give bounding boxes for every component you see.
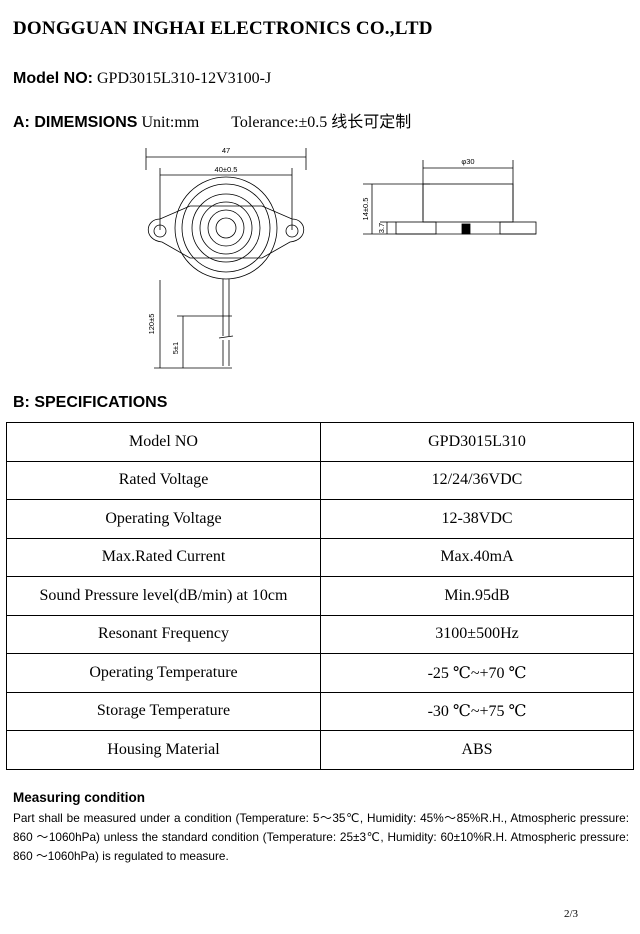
spec-value-cell: 3100±500Hz bbox=[320, 614, 634, 654]
label-strip-length: 5±1 bbox=[171, 342, 180, 354]
spec-name-cell: Housing Material bbox=[6, 730, 321, 770]
specifications-heading: B: SPECIFICATIONS bbox=[13, 394, 168, 411]
spec-value-cell: 12-38VDC bbox=[320, 499, 634, 539]
dimensions-label: A: DIMEMSIONS bbox=[13, 114, 138, 131]
spec-name-cell: Resonant Frequency bbox=[6, 614, 321, 654]
spec-value-cell: GPD3015L310 bbox=[320, 422, 634, 462]
model-line: Model NO: GPD3015L310-12V3100-J bbox=[13, 70, 271, 88]
spec-value-cell: -30 ℃~+75 ℃ bbox=[320, 691, 634, 731]
table-row: Operating Temperature-25 ℃~+70 ℃ bbox=[6, 653, 634, 693]
measuring-condition-title: Measuring condition bbox=[13, 790, 146, 805]
label-width-holes: 40±0.5 bbox=[215, 165, 238, 174]
dimensions-heading: A: DIMEMSIONS Unit:mm Tolerance:±0.5 线长可… bbox=[13, 108, 411, 132]
label-width-total: 47 bbox=[222, 146, 230, 155]
spec-name-cell: Max.Rated Current bbox=[6, 537, 321, 577]
model-label: Model NO: bbox=[13, 70, 93, 87]
spec-name-cell: Storage Temperature bbox=[6, 691, 321, 731]
spec-value-cell: ABS bbox=[320, 730, 634, 770]
company-name: DONGGUAN INGHAI ELECTRONICS CO.,LTD bbox=[13, 18, 433, 39]
spec-name-cell: Sound Pressure level(dB/min) at 10cm bbox=[6, 576, 321, 616]
spec-value-cell: -25 ℃~+70 ℃ bbox=[320, 653, 634, 693]
spec-value-cell: 12/24/36VDC bbox=[320, 460, 634, 500]
spec-name-cell: Model NO bbox=[6, 422, 321, 462]
spec-value-cell: Max.40mA bbox=[320, 537, 634, 577]
spec-value-cell: Min.95dB bbox=[320, 576, 634, 616]
label-wire-length: 120±5 bbox=[147, 314, 156, 335]
model-value: GPD3015L310-12V3100-J bbox=[97, 70, 272, 87]
unit-text: Unit:mm bbox=[141, 114, 200, 131]
spec-name-cell: Operating Temperature bbox=[6, 653, 321, 693]
label-height: 14±0.5 bbox=[361, 198, 370, 221]
spec-name-cell: Rated Voltage bbox=[6, 460, 321, 500]
table-row: Storage Temperature-30 ℃~+75 ℃ bbox=[6, 691, 634, 731]
page-number: 2/3 bbox=[564, 908, 579, 920]
label-pin-height: 3.7 bbox=[377, 223, 386, 233]
measuring-condition-text: Part shall be measured under a condition… bbox=[13, 811, 629, 863]
spec-name-cell: Operating Voltage bbox=[6, 499, 321, 539]
tolerance-text: Tolerance:±0.5 线长可定制 bbox=[231, 114, 412, 131]
dimension-drawing: 47 40±0.5 φ30 14±0.5 3.7 120±5 5±1 bbox=[145, 146, 537, 369]
label-diameter: φ30 bbox=[461, 157, 474, 166]
